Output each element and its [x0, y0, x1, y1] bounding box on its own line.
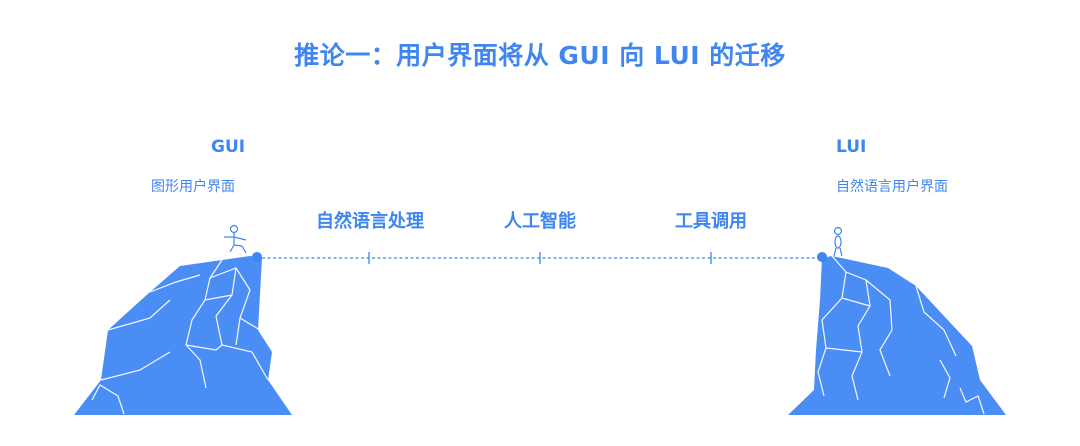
left-cliff — [74, 256, 292, 415]
left-person-icon — [224, 224, 247, 254]
right-cliff — [788, 255, 1006, 415]
gui-sublabel: 图形用户界面 — [151, 179, 235, 195]
stage-ai-label: 人工智能 — [504, 211, 576, 232]
diagram-title: 推论一：用户界面将从 GUI 向 LUI 的迁移 — [294, 41, 786, 70]
right-endpoint-dot — [817, 252, 827, 262]
left-endpoint-dot — [252, 252, 262, 262]
right-person-icon — [833, 226, 843, 257]
gui-label: GUI — [211, 137, 246, 157]
stage-tool-call-label: 工具调用 — [675, 211, 747, 232]
stage-nlp-label: 自然语言处理 — [316, 211, 424, 232]
lui-label: LUI — [836, 137, 867, 157]
lui-sublabel: 自然语言用户界面 — [836, 179, 948, 195]
